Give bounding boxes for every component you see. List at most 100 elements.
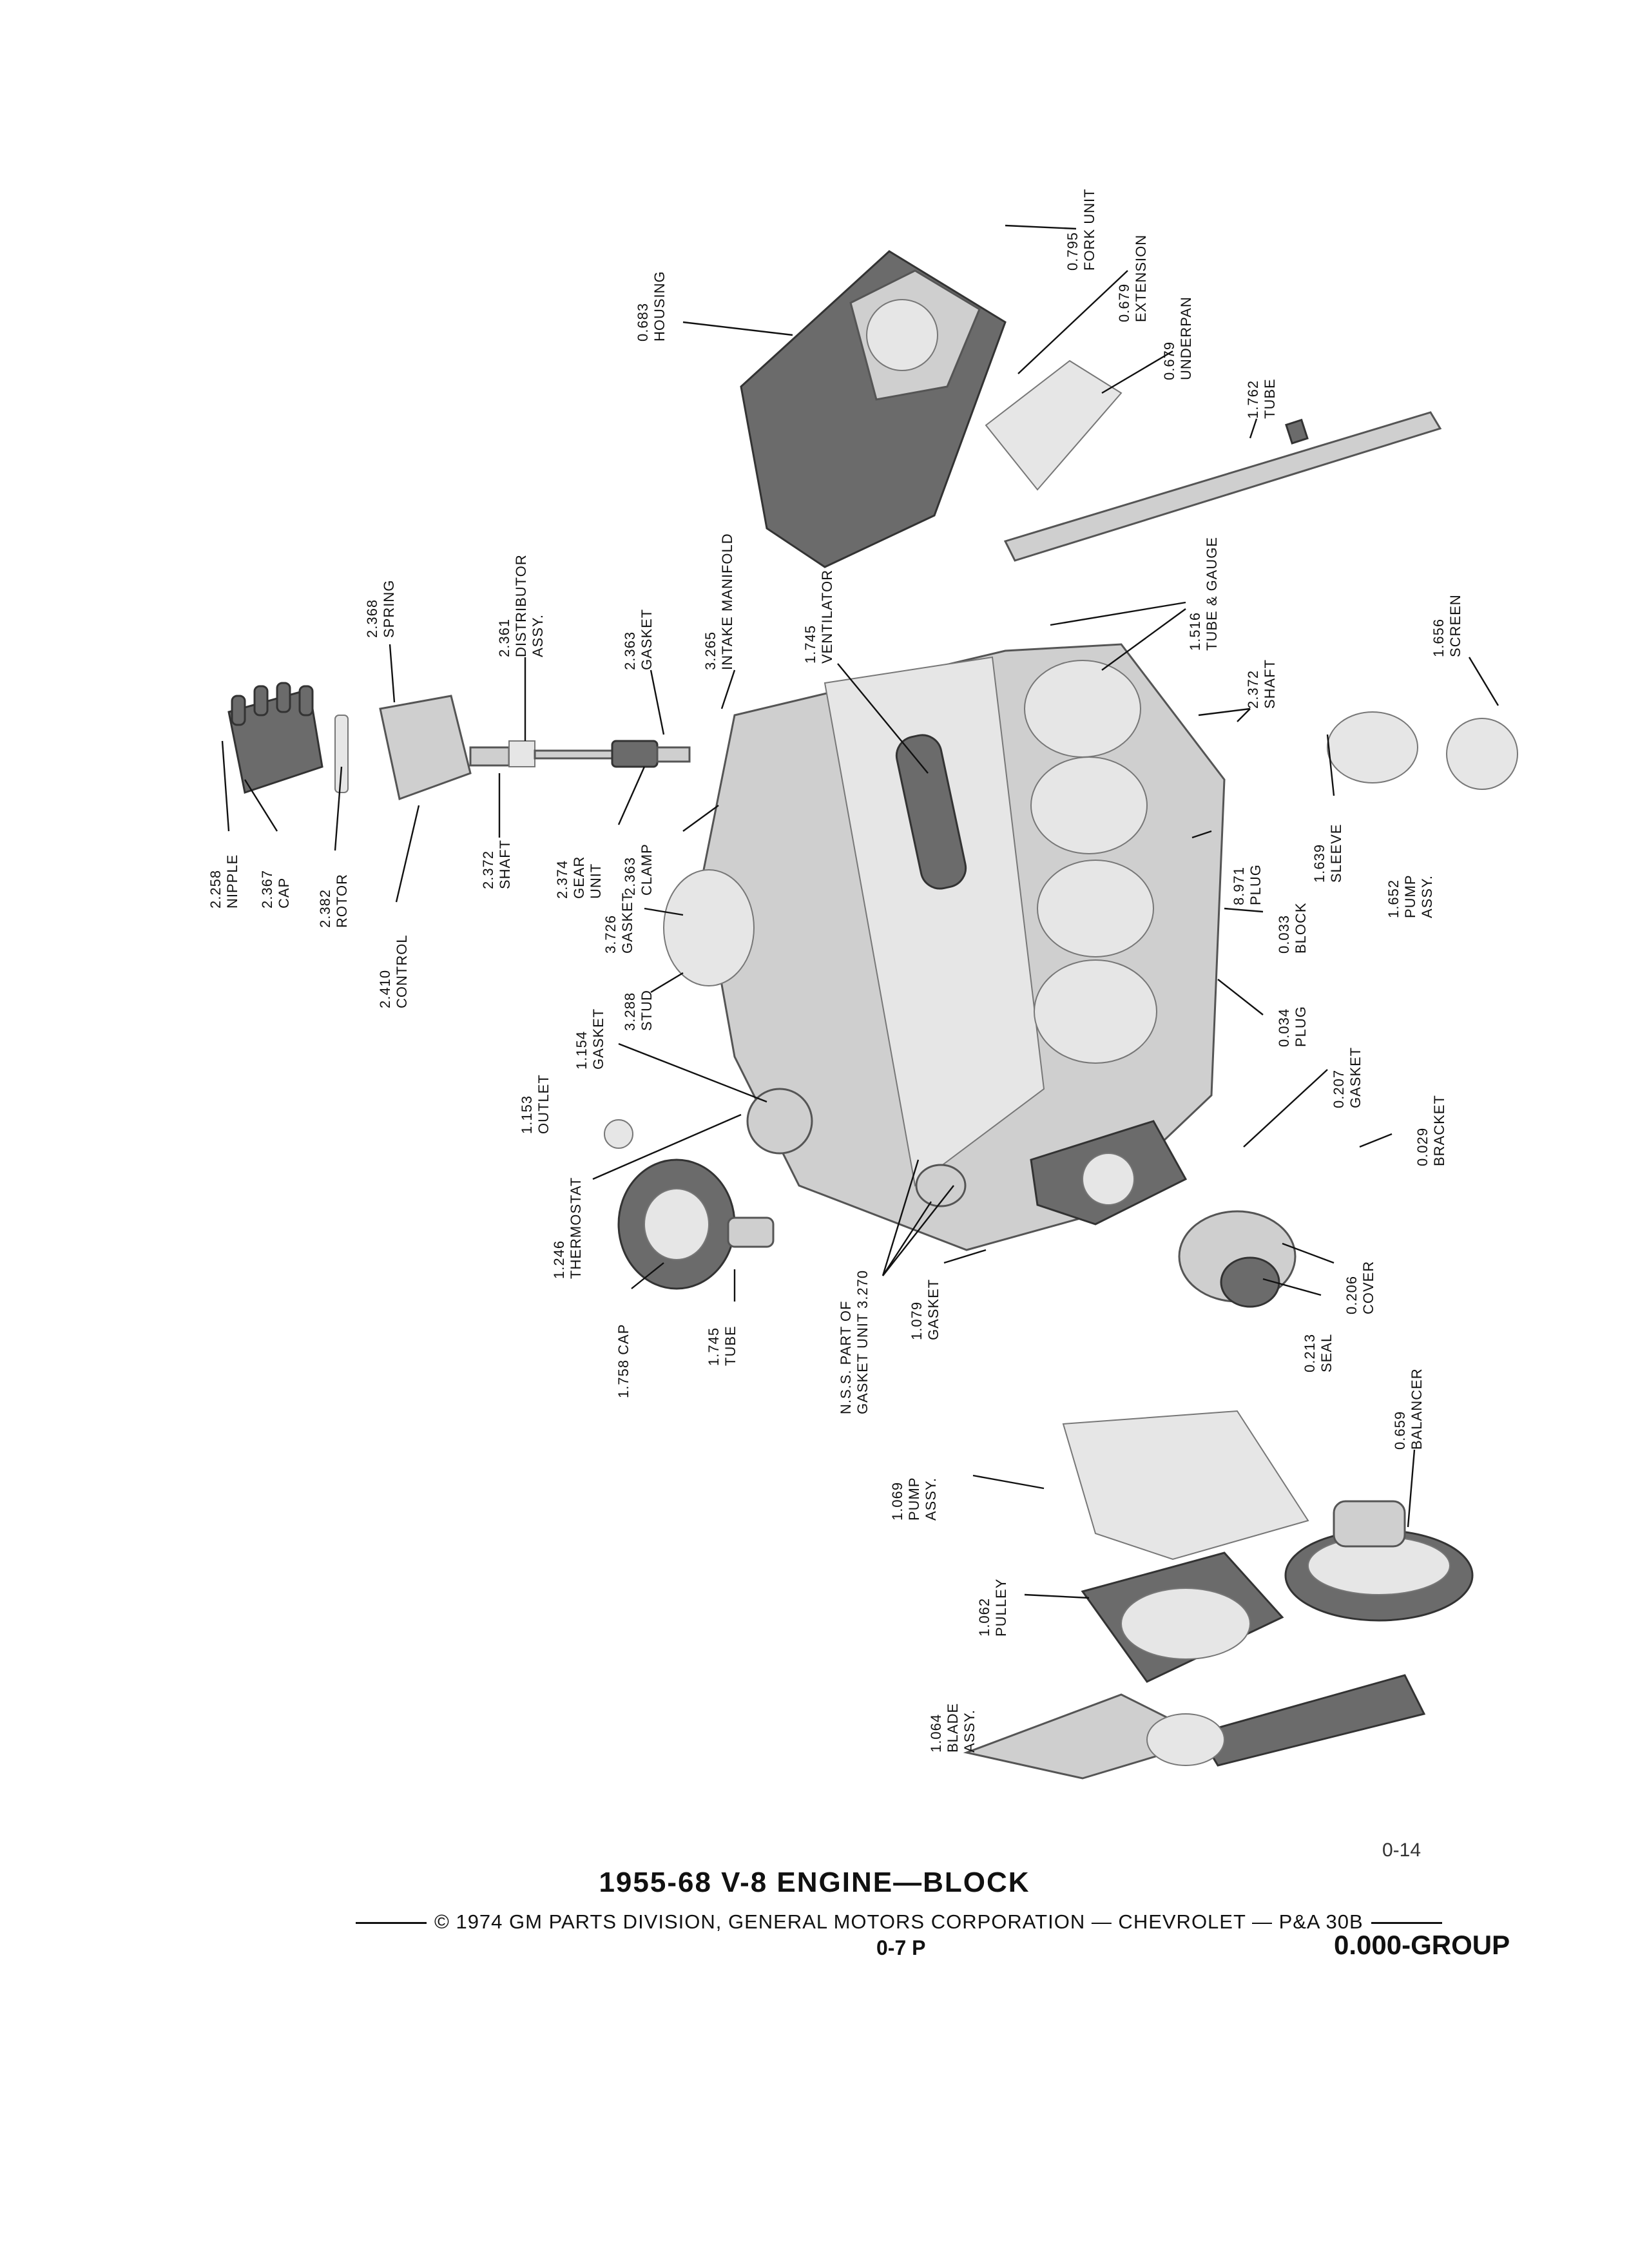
callout-number: 2.363 xyxy=(622,631,638,670)
callout-number: 1.153 xyxy=(519,1095,535,1134)
callout-name: GASKET xyxy=(590,1008,606,1070)
callout-name-line2: ASSY. xyxy=(1419,875,1435,918)
callout-number: N.S.S. PART OF xyxy=(838,1300,854,1414)
page-title: 1955-68 V-8 ENGINE—BLOCK xyxy=(599,1867,1030,1898)
callout-number: 2.410 xyxy=(377,970,393,1008)
callout-name: GASKET xyxy=(619,892,635,954)
callout-name-line2: ASSY. xyxy=(530,614,546,657)
callout-number: 1.762 xyxy=(1245,380,1261,419)
screen-part xyxy=(1446,718,1518,790)
callout-name: THERMOSTAT xyxy=(568,1177,584,1279)
callout-name: SEAL xyxy=(1318,1334,1335,1372)
callout-number: 0.795 xyxy=(1065,232,1081,271)
callout-name-line2: UNIT xyxy=(588,863,604,899)
callout-number: 2.368 xyxy=(364,599,380,638)
callout-name: SHAFT xyxy=(497,840,513,889)
callout-name: HOUSING xyxy=(651,271,668,341)
callout-name: SLEEVE xyxy=(1328,823,1344,883)
callout-number: 0.206 xyxy=(1344,1276,1360,1314)
callout-name: GASKET xyxy=(1347,1047,1364,1108)
callout-number: 3.288 xyxy=(622,992,638,1031)
callout-name: UNDERPAN xyxy=(1178,296,1194,380)
callout-number: 2.372 xyxy=(480,850,496,889)
water-pump-part xyxy=(1062,1410,1309,1561)
callout-name-line2: ASSY. xyxy=(923,1477,939,1521)
callout-number: 1.069 xyxy=(889,1482,905,1521)
copyright-text: © 1974 GM PARTS DIVISION, GENERAL MOTORS… xyxy=(434,1910,1364,1933)
oil-cap-part xyxy=(617,1158,775,1290)
callout-number: 0.683 xyxy=(635,303,651,341)
callout-name: PUMP xyxy=(1402,874,1418,918)
group-code: 0.000-GROUP xyxy=(1334,1930,1510,1960)
underpan-part xyxy=(985,360,1123,491)
callout-number: 1.246 xyxy=(551,1240,567,1279)
callout-number: 0.679 xyxy=(1161,341,1177,380)
callout-name: CAP xyxy=(276,878,292,908)
callout-number: 1.062 xyxy=(976,1598,992,1637)
callout-number: 0.207 xyxy=(1331,1070,1347,1108)
callout-number: 1.064 xyxy=(928,1714,944,1753)
callout-number: 1.516 xyxy=(1187,612,1203,651)
callout-name: GASKET UNIT 3.270 xyxy=(854,1270,871,1414)
leader-lines xyxy=(221,224,1499,1599)
callout-number: 1.639 xyxy=(1311,844,1327,883)
callout-name: OUTLET xyxy=(535,1074,552,1134)
callout-number: 2.372 xyxy=(1245,670,1261,709)
callout-name: SCREEN xyxy=(1447,594,1463,657)
pump-assy-part xyxy=(1327,711,1418,783)
callout-name: CLAMP xyxy=(639,843,655,896)
callout-number: 0.029 xyxy=(1414,1128,1431,1166)
callout-name: STUD xyxy=(639,990,655,1031)
callout-number: 2.382 xyxy=(317,889,333,928)
callout-name: GASKET xyxy=(639,609,655,670)
figure-code: 0-14 xyxy=(1382,1840,1422,1861)
callout-number: 0.659 xyxy=(1392,1411,1408,1450)
callout-name: COVER xyxy=(1360,1261,1376,1314)
callout-number: 3.726 xyxy=(602,915,619,954)
callout-name: BRACKET xyxy=(1431,1095,1447,1166)
callout-number: 0.033 xyxy=(1276,915,1292,954)
rule-right xyxy=(1371,1922,1442,1925)
callout-name: BLOCK xyxy=(1293,902,1309,954)
callout-number: 2.363 xyxy=(622,857,638,896)
callout-number: 1.154 xyxy=(574,1031,590,1070)
callout-number: 3.265 xyxy=(702,631,718,670)
callout-name: ROTOR xyxy=(334,874,350,928)
tube-part xyxy=(1003,411,1442,562)
callout-name: NIPPLE xyxy=(224,854,240,908)
distributor-part xyxy=(227,682,691,800)
callout-name: DISTRIBUTOR xyxy=(513,554,529,657)
callout-name: BLADE xyxy=(945,1703,961,1753)
pulley-part xyxy=(1081,1552,1284,1683)
outlet-part xyxy=(746,1088,813,1155)
callout-name: FORK UNIT xyxy=(1081,188,1097,271)
callout-number: 8.971 xyxy=(1231,867,1247,905)
callout-name: PLUG xyxy=(1293,1006,1309,1047)
fan-blade-part xyxy=(963,1674,1426,1780)
callout-number: 0.679 xyxy=(1116,284,1132,322)
callout-name: PULLEY xyxy=(993,1579,1009,1637)
callout-name: TUBE xyxy=(722,1325,738,1366)
callout-number: 2.361 xyxy=(496,619,512,657)
callout-number: 0.034 xyxy=(1276,1008,1292,1047)
callout-number: 1.758 CAP xyxy=(615,1324,631,1398)
callout-number: 1.656 xyxy=(1431,619,1447,657)
callout-name: PUMP xyxy=(906,1477,922,1521)
callout-name: CONTROL xyxy=(394,934,410,1008)
callout-number: 1.745 xyxy=(706,1327,722,1366)
callout-number: 1.652 xyxy=(1385,879,1402,918)
callout-name: GEAR xyxy=(571,856,587,899)
callout-name: BALANCER xyxy=(1409,1368,1425,1450)
callout-number: 1.079 xyxy=(909,1302,925,1340)
gasket-part xyxy=(663,869,755,986)
callout-name: SPRING xyxy=(381,580,397,638)
page-number: 0-7 P xyxy=(876,1936,926,1959)
callout-name: VENTILATOR xyxy=(819,570,835,664)
callout-number: 2.258 xyxy=(207,870,224,908)
ventilator-part xyxy=(895,734,967,890)
callout-name: INTAKE MANIFOLD xyxy=(719,533,735,670)
callout-name: GASKET xyxy=(925,1279,941,1340)
parts-illustration xyxy=(227,250,1518,1780)
